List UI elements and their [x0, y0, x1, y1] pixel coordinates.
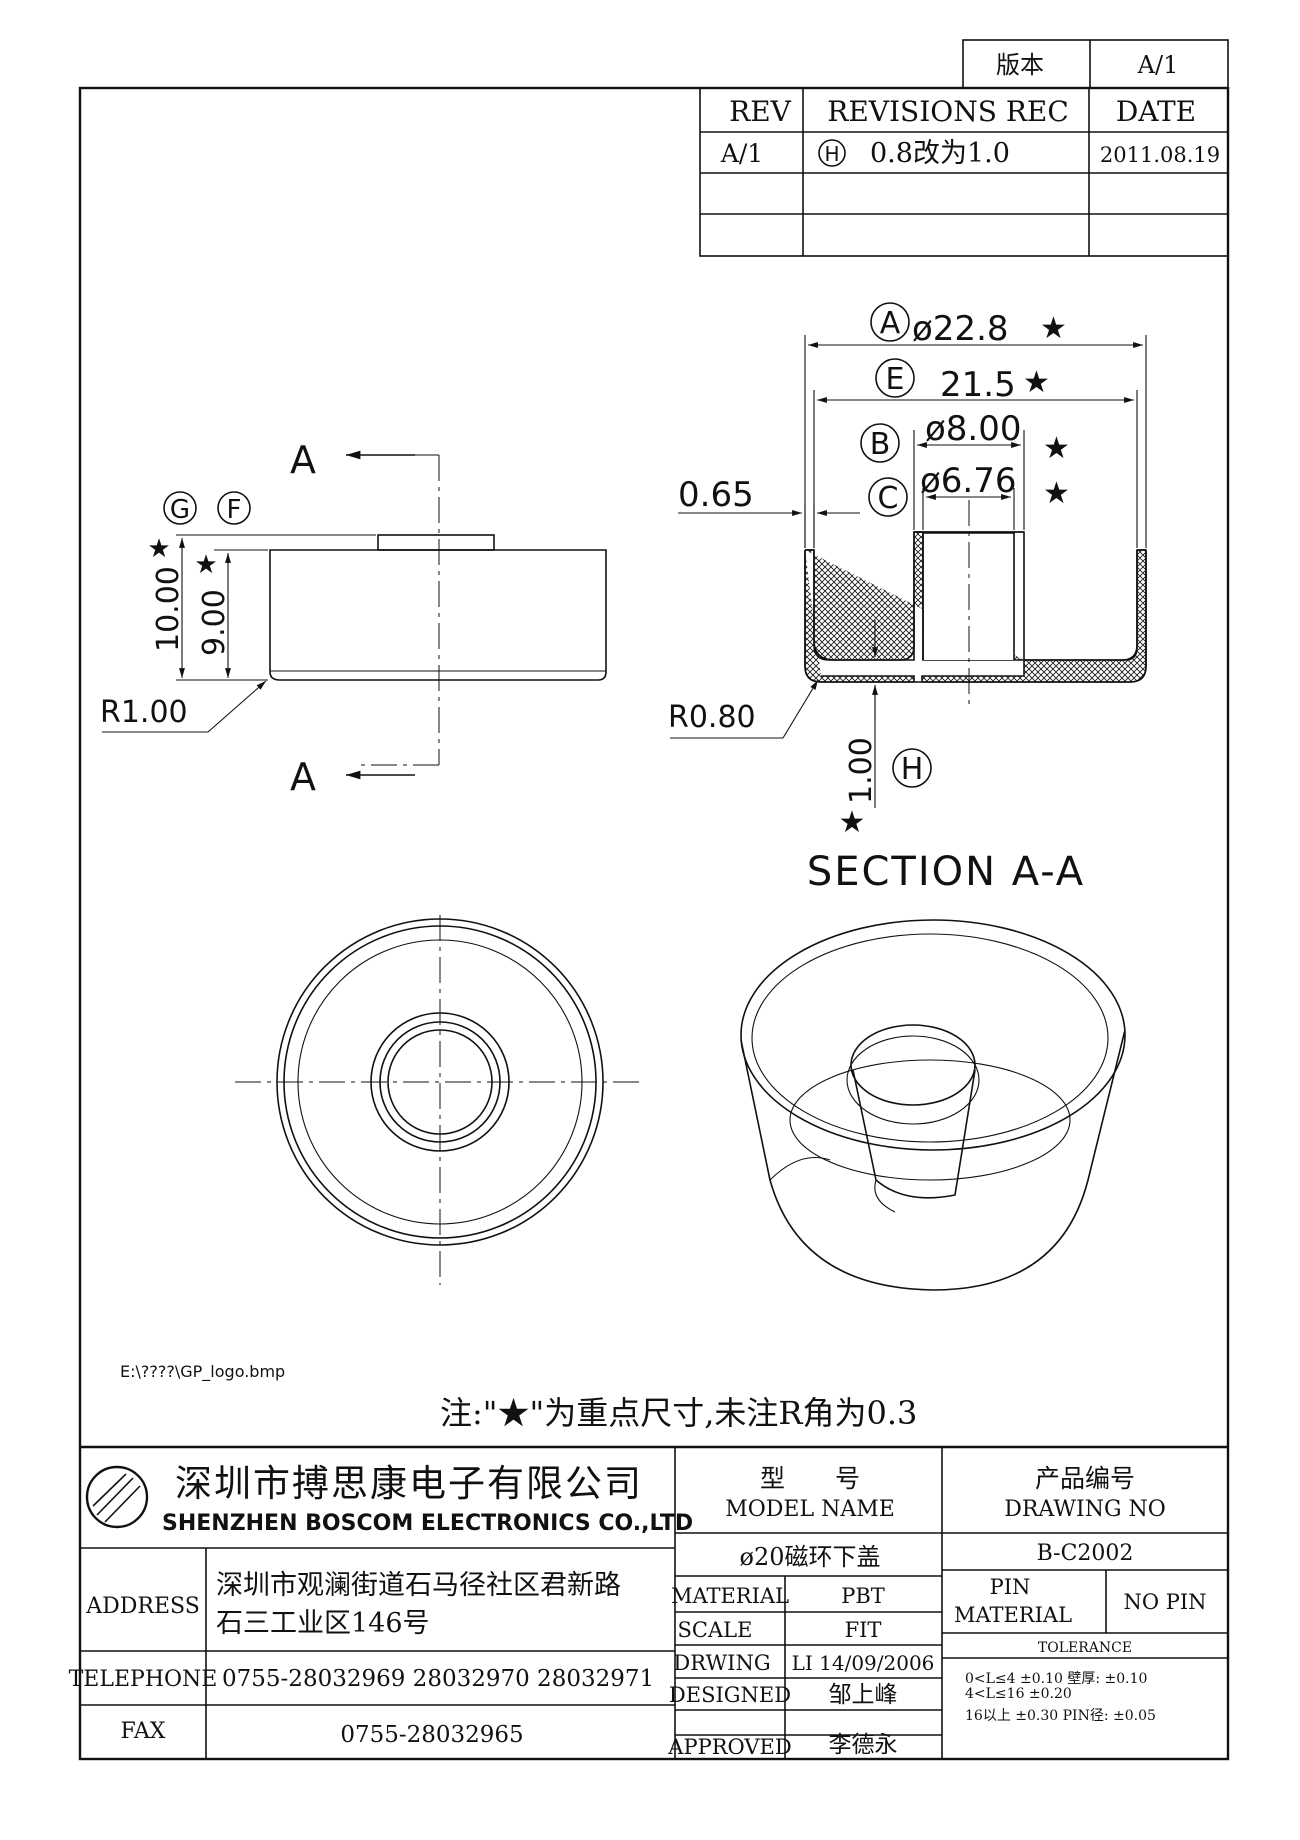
balloon-b-label: B [870, 427, 891, 462]
version-label: 版本 [996, 51, 1044, 79]
drawing-note: 注:"★"为重点尺寸,未注R角为0.3 [440, 1394, 917, 1432]
company-name-cn: 深圳市搏思康电子有限公司 [175, 1462, 643, 1505]
dim-bottom-star: ★ [839, 805, 866, 840]
address-label: ADDRESS [85, 1594, 200, 1619]
balloon-b [860, 423, 900, 463]
dim-e-star: ★ [1023, 365, 1050, 400]
title-block: 深圳市搏思康电子有限公司 SHENZHEN BOSCOM ELECTRONICS… [69, 1445, 1228, 1759]
dim-c-star: ★ [1043, 476, 1070, 511]
tolerance-row-3: 16以上 ±0.30 PIN径: ±0.05 [965, 1708, 1156, 1724]
version-value: A/1 [1137, 51, 1179, 79]
drawing-no-label-en: DRAWING NO [1004, 1497, 1166, 1522]
balloon-e-label: E [886, 362, 905, 397]
dim-a-value: ø22.8 [912, 309, 1009, 349]
balloon-c [868, 477, 908, 517]
balloon-a [870, 302, 910, 342]
dim-height-9: 9.00 [197, 589, 232, 656]
sheet-border [78, 86, 1230, 1761]
scale-value: FIT [845, 1618, 882, 1642]
iso-view [740, 919, 1126, 1291]
address-line-2: 石三工业区146号 [216, 1608, 430, 1639]
rev-row-1-rev: A/1 [720, 139, 763, 168]
balloon-h-label: H [901, 752, 924, 787]
model-label-cn: 型 号 [760, 1464, 860, 1493]
designed-value: 邹上峰 [829, 1682, 898, 1708]
dim-b-star: ★ [1043, 431, 1070, 466]
telephone-label: TELEPHONE [69, 1667, 218, 1692]
fax-label: FAX [121, 1719, 166, 1744]
dim-c-value: ø6.76 [920, 461, 1017, 501]
section-title: SECTION A-A [807, 849, 1085, 895]
dim-e-value: 21.5 [940, 365, 1016, 405]
star-g: ★ [147, 534, 170, 564]
balloon-h [892, 748, 932, 788]
material-value: PBT [841, 1584, 885, 1608]
designed-label: DESIGNED [669, 1683, 791, 1707]
dim-wall: 0.65 [678, 475, 754, 515]
material-label: MATERIAL [671, 1584, 789, 1608]
approved-label: APPROVED [667, 1735, 791, 1759]
scale-label: SCALE [678, 1618, 753, 1642]
balloon-c-label: C [878, 481, 899, 516]
drawing-label: DRWING [673, 1651, 770, 1675]
section-marker-bottom: A [290, 755, 316, 799]
version-box: 版本 A/1 [962, 39, 1229, 89]
rev-row-1-desc: 0.8改为1.0 [870, 138, 1010, 169]
tolerance-label: TOLERANCE [1038, 1640, 1132, 1656]
rev-balloon-h [818, 139, 846, 167]
rev-balloon-h-label: H [824, 142, 839, 166]
date-header: DATE [1116, 95, 1196, 128]
fax-value: 0755-28032965 [340, 1722, 523, 1748]
balloon-e [875, 358, 915, 398]
rev-header: REV [729, 95, 792, 128]
balloon-f [217, 491, 251, 525]
radius-r08: R0.80 [668, 700, 756, 735]
top-view [235, 915, 645, 1285]
star-f: ★ [194, 550, 217, 580]
balloon-g [163, 491, 197, 525]
dim-b-value: ø8.00 [925, 409, 1022, 449]
logo-path: E:\????\GP_logo.bmp [120, 1362, 285, 1382]
pin-material-label-1: PIN [990, 1575, 1031, 1599]
tolerance-row-1: 0<L≤4 ±0.10 壁厚: ±0.10 [965, 1671, 1147, 1687]
drawing-no-label-cn: 产品编号 [1035, 1464, 1135, 1493]
telephone-value: 0755-28032969 28032970 28032971 [222, 1666, 654, 1692]
radius-r1: R1.00 [100, 695, 188, 730]
drawing-no-value: B-C2002 [1037, 1541, 1134, 1566]
dim-bottom: 1.00 [844, 737, 879, 804]
balloon-g-label: G [170, 495, 190, 525]
balloon-a-label: A [880, 306, 901, 341]
rev-row-1-date: 2011.08.19 [1100, 143, 1220, 167]
approved-value: 李德永 [829, 1732, 898, 1758]
company-logo-icon [85, 1465, 149, 1529]
model-value: ø20磁环下盖 [740, 1543, 881, 1571]
revision-table: REV REVISIONS REC DATE A/1 H 0.8改为1.0 20… [699, 87, 1229, 257]
pin-material-label-2: MATERIAL [954, 1603, 1072, 1627]
pin-material-value: NO PIN [1123, 1590, 1206, 1614]
side-view: A A 10.00 9.00 ★ ★ G F R1.00 [100, 438, 607, 799]
revisions-rec-header: REVISIONS REC [827, 95, 1069, 128]
section-view: A ø22.8 ★ E 21.5 ★ B ø8.00 ★ C ø6.76 ★ 0… [668, 302, 1147, 895]
section-marker-top: A [290, 438, 316, 482]
company-name-en: SHENZHEN BOSCOM ELECTRONICS CO.,LTD [162, 1511, 693, 1536]
balloon-f-label: F [227, 495, 242, 525]
address-line-1: 深圳市观澜街道石马径社区君新路 [216, 1570, 621, 1601]
model-label-en: MODEL NAME [725, 1497, 895, 1522]
dim-height-10: 10.00 [151, 566, 186, 652]
tolerance-row-2: 4<L≤16 ±0.20 [965, 1686, 1072, 1702]
drawing-value: LI 14/09/2006 [792, 1651, 935, 1675]
dim-a-star: ★ [1040, 311, 1067, 346]
